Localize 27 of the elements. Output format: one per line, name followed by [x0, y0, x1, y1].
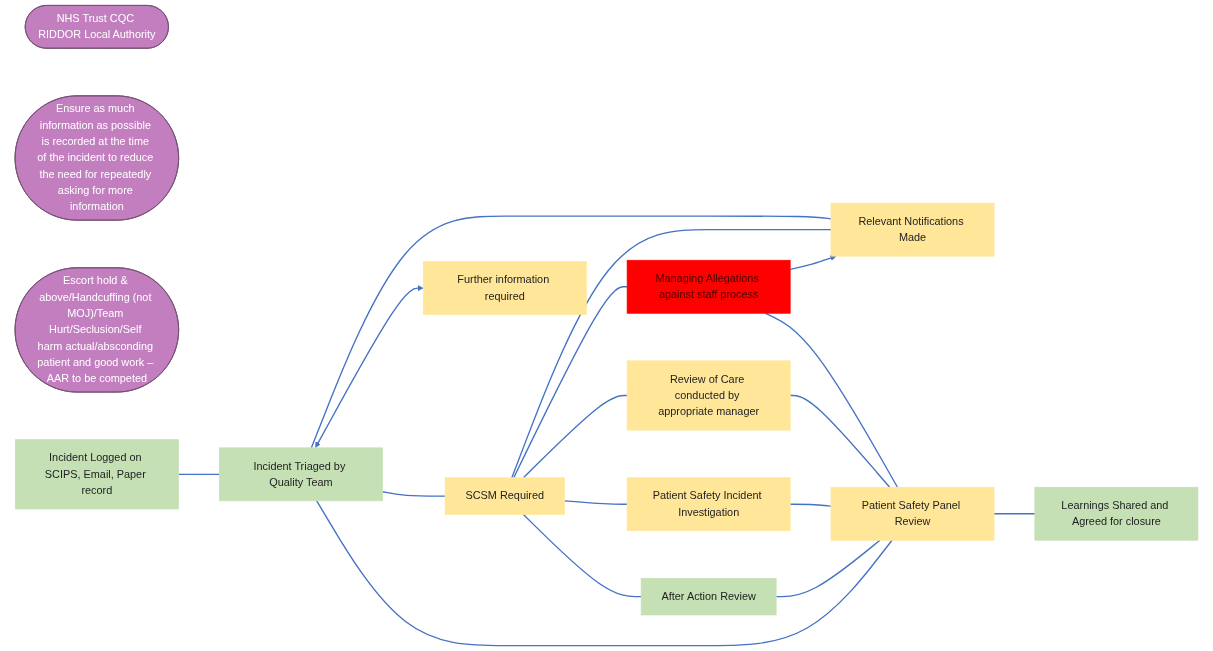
connector — [789, 394, 891, 488]
connector — [511, 229, 832, 479]
node-box: Review of Care conducted by appropriate manager — [626, 360, 791, 431]
node-box: Incident Triaged by Quality Team — [219, 447, 383, 502]
connector — [522, 513, 642, 598]
node-box: SCSM Required — [444, 477, 565, 515]
node-box: Patient Safety Panel Review — [830, 486, 995, 541]
connector — [789, 503, 832, 507]
connector — [775, 539, 881, 598]
node-box: Incident Logged on SCIPS, Email, Paper record — [14, 439, 179, 510]
node-box: Further information required — [422, 261, 587, 315]
connector — [513, 286, 628, 479]
connector — [563, 500, 628, 505]
node-box: After Action Review — [640, 577, 777, 616]
connector — [177, 473, 221, 475]
node-box: Relevant Notifications Made — [830, 202, 995, 257]
node-box: Managing Allegations against staff process — [626, 259, 791, 314]
connector — [310, 215, 832, 449]
node-box: Learnings Shared and Agreed for closure — [1034, 486, 1199, 541]
node-box: Patient Safety Incident Investigation — [626, 477, 791, 532]
connector — [381, 491, 446, 497]
connector — [316, 500, 893, 647]
connector — [522, 394, 628, 479]
arrow — [315, 285, 424, 448]
arrow — [789, 255, 837, 271]
connector — [993, 513, 1036, 515]
connector — [764, 312, 899, 488]
